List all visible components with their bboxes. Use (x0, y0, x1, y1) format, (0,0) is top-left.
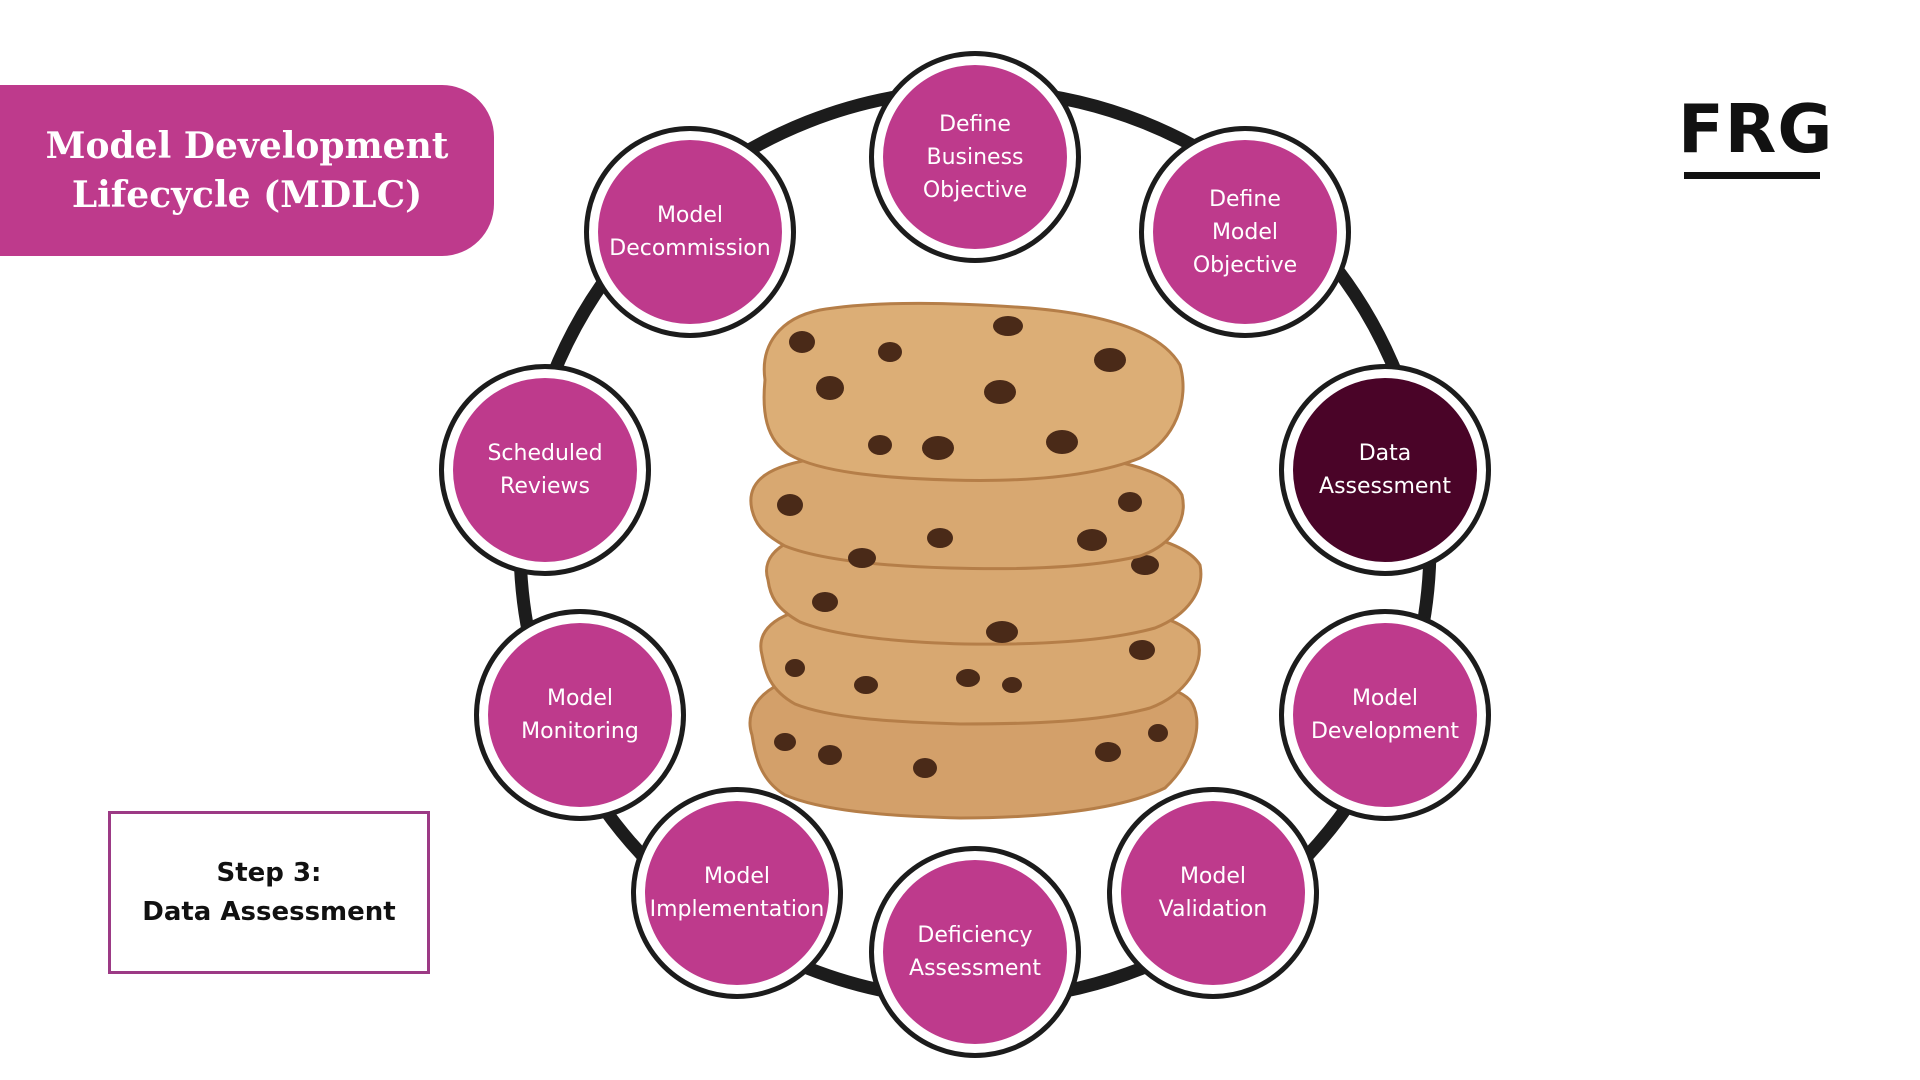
stage-label-line: Define (939, 111, 1011, 137)
current-step-number: Step 3: (216, 857, 322, 888)
stage-label-line: Objective (922, 177, 1028, 203)
cookie-1 (762, 301, 1185, 482)
stage-label-line: Business (926, 144, 1024, 170)
stage-label-line: Assessment (909, 956, 1041, 981)
current-step-box: Step 3: Data Assessment (108, 811, 430, 974)
title-banner: Model Development Lifecycle (MDLC) (0, 85, 494, 256)
stage-label-line: Model (1179, 864, 1247, 889)
stage-label-line: Scheduled (487, 441, 603, 466)
stage-label-line: Model (546, 686, 614, 711)
logo-underline (1684, 172, 1820, 179)
stage-label-line: Data (1358, 441, 1412, 466)
stage-label-line: Define (1209, 186, 1281, 212)
stage-label-line: Implementation (649, 897, 825, 922)
stage-label-line: Model (1351, 686, 1419, 711)
page-title: Model Development Lifecycle (MDLC) (46, 122, 449, 219)
stage-label-line: Monitoring (521, 719, 639, 744)
stage-label-line: Validation (1158, 897, 1268, 922)
stage-label-line: Reviews (500, 474, 590, 499)
frg-logo: FRG (1678, 90, 1834, 168)
stage-label-line: Model (703, 864, 771, 889)
stage-label-line: Decommission (609, 236, 771, 261)
stage-label-line: Model (656, 203, 724, 228)
stage-label-line: Model (1211, 219, 1279, 245)
title-line-1: Model Development (45, 124, 449, 167)
stage-label-line: Objective (1192, 252, 1298, 278)
stage-label-line: Assessment (1319, 474, 1451, 499)
title-line-2: Lifecycle (MDLC) (71, 173, 423, 216)
current-step-label: Data Assessment (142, 896, 396, 927)
stage-label-line: Deficiency (917, 923, 1033, 948)
stage-label-line: Development (1310, 719, 1460, 744)
